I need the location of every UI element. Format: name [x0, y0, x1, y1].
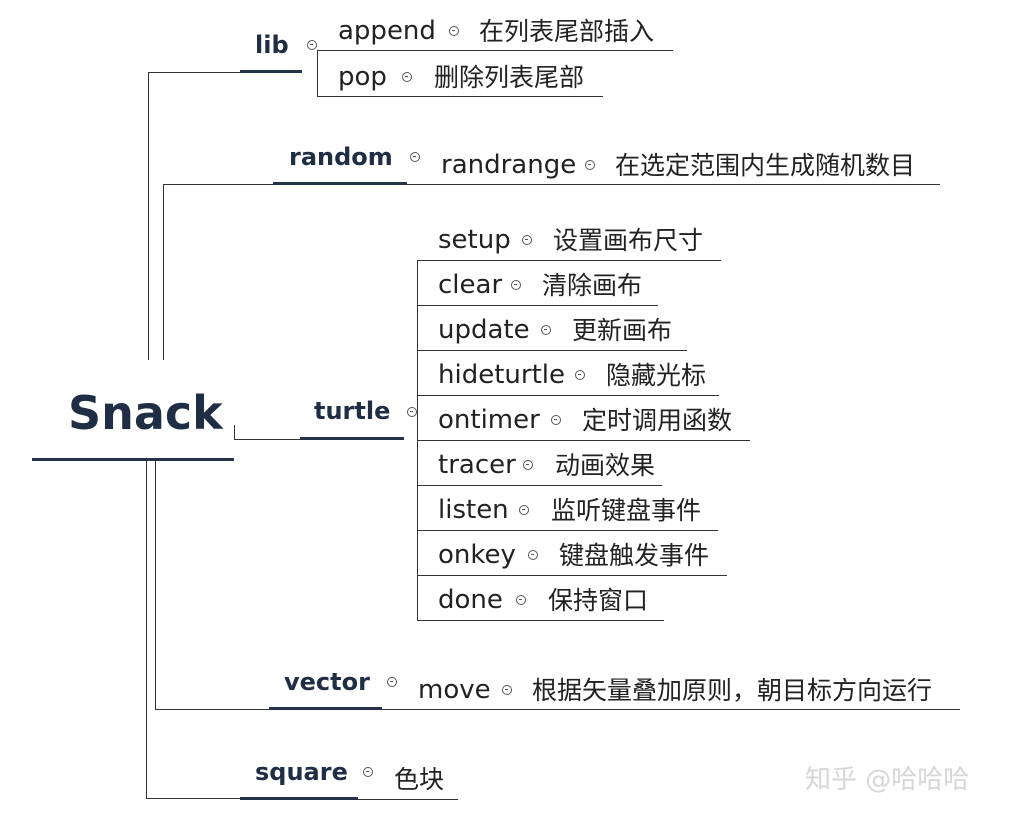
note-pop: 删除列表尾部 [434, 63, 585, 92]
root-node-label: Snack [68, 386, 223, 440]
node-tracer: tracer [438, 450, 516, 480]
note-hideturtle: 隐藏光标 [606, 361, 707, 390]
node-randrange: randrange [441, 150, 577, 180]
connector-root-lib [148, 72, 149, 360]
branch-random-underline [273, 182, 407, 185]
connector-root-lib-h [148, 72, 240, 73]
branch-vector-underline [269, 707, 382, 710]
note-append: 在列表尾部插入 [479, 17, 655, 46]
underline-randrange [407, 184, 940, 185]
collapse-icon[interactable] [585, 160, 595, 170]
note-setup: 设置画布尺寸 [553, 226, 704, 255]
collapse-icon[interactable] [511, 280, 521, 290]
connector-root-turtle [234, 425, 235, 439]
node-append: append [338, 16, 436, 46]
underline-ontimer [417, 440, 750, 441]
branch-lib-underline [240, 70, 302, 73]
note-listen: 监听键盘事件 [551, 496, 702, 525]
connector-root-turtle-h [234, 439, 300, 440]
underline-done [417, 620, 664, 621]
branch-vector-label: vector [284, 668, 370, 696]
note-move: 根据矢量叠加原则，朝目标方向运行 [532, 676, 933, 705]
connector-root-random-h [163, 184, 273, 185]
underline-setup [417, 260, 721, 261]
note-tracer: 动画效果 [555, 451, 656, 480]
collapse-icon[interactable] [541, 325, 551, 335]
connector-lib-children [317, 50, 318, 96]
underline-tracer [417, 485, 662, 486]
node-listen: listen [438, 495, 509, 525]
collapse-icon[interactable] [519, 505, 529, 515]
collapse-icon[interactable] [402, 72, 412, 82]
underline-listen [417, 530, 718, 531]
node-pop: pop [338, 62, 387, 92]
collapse-icon[interactable] [523, 460, 533, 470]
note-update: 更新画布 [572, 316, 673, 345]
collapse-icon[interactable] [528, 550, 538, 560]
node-ontimer: ontimer [438, 405, 540, 435]
node-done: done [438, 585, 503, 615]
connector-root-vector-h [155, 709, 269, 710]
note-randrange: 在选定范围内生成随机数目 [615, 151, 916, 180]
collapse-icon[interactable] [307, 40, 317, 50]
branch-turtle-label: turtle [314, 397, 391, 425]
note-ontimer: 定时调用函数 [582, 406, 733, 435]
underline-clear [417, 305, 658, 306]
note-square: 色块 [394, 765, 445, 794]
branch-random-label: random [289, 143, 393, 171]
underline-pop [317, 96, 603, 97]
underline-onkey [417, 575, 727, 576]
note-done: 保持窗口 [548, 586, 649, 615]
node-update: update [438, 315, 530, 345]
note-onkey: 键盘触发事件 [559, 541, 710, 570]
connector-root-square-h [146, 798, 240, 799]
underline-hideturtle [417, 395, 719, 396]
collapse-icon[interactable] [449, 26, 459, 36]
branch-square-label: square [255, 758, 348, 786]
connector-root-square [146, 460, 147, 798]
branch-square-underline [240, 797, 358, 800]
node-onkey: onkey [438, 540, 516, 570]
connector-root-vector [155, 460, 156, 709]
collapse-icon[interactable] [387, 677, 397, 687]
node-hideturtle: hideturtle [438, 360, 565, 390]
collapse-icon[interactable] [363, 767, 373, 777]
branch-lib-label: lib [255, 31, 289, 59]
connector-root-random [163, 184, 164, 360]
underline-update [417, 350, 687, 351]
node-clear: clear [438, 270, 503, 300]
collapse-icon[interactable] [551, 415, 561, 425]
branch-turtle-underline [300, 437, 404, 440]
collapse-icon[interactable] [410, 152, 420, 162]
root-node-underline [32, 458, 234, 461]
collapse-icon[interactable] [522, 235, 532, 245]
underline-square [358, 799, 458, 800]
underline-move [382, 709, 960, 710]
node-setup: setup [438, 225, 511, 255]
collapse-icon[interactable] [516, 595, 526, 605]
collapse-icon[interactable] [575, 370, 585, 380]
collapse-icon[interactable] [407, 407, 417, 417]
note-clear: 清除画布 [542, 271, 643, 300]
watermark: 知乎 @哈哈哈 [805, 765, 970, 795]
underline-append [317, 50, 673, 51]
collapse-icon[interactable] [502, 685, 512, 695]
node-move: move [418, 675, 491, 705]
